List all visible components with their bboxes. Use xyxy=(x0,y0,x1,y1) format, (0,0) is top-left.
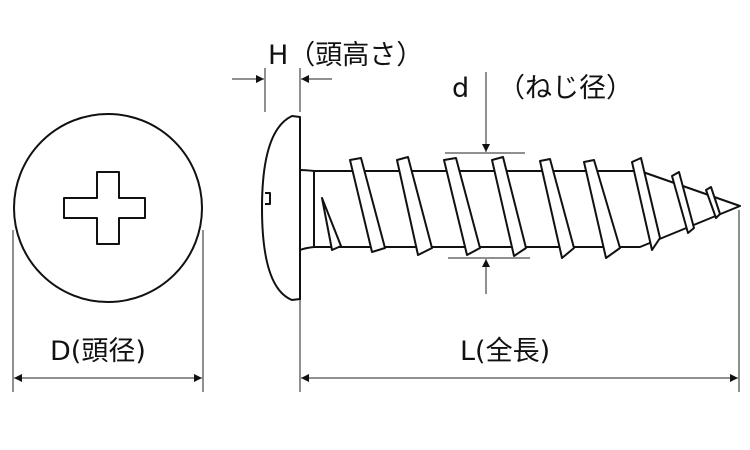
phillips-cross-icon xyxy=(63,171,146,245)
head-diameter-label: D(頭径) xyxy=(50,336,146,367)
total-length-label: L(全長) xyxy=(460,336,550,367)
total-length-dimension xyxy=(299,210,740,392)
head-diameter-dimension xyxy=(12,230,204,392)
head-top-view xyxy=(13,113,203,303)
thread-diameter-label: （ねじ径） xyxy=(498,73,633,104)
head-height-label: H（頭高さ） xyxy=(268,40,423,71)
head-height-dimension xyxy=(232,68,332,112)
screw-side-view xyxy=(261,115,741,301)
threads xyxy=(321,156,721,259)
thread-symbol-label: d xyxy=(452,73,469,104)
thread-diameter-dimension xyxy=(445,72,530,294)
